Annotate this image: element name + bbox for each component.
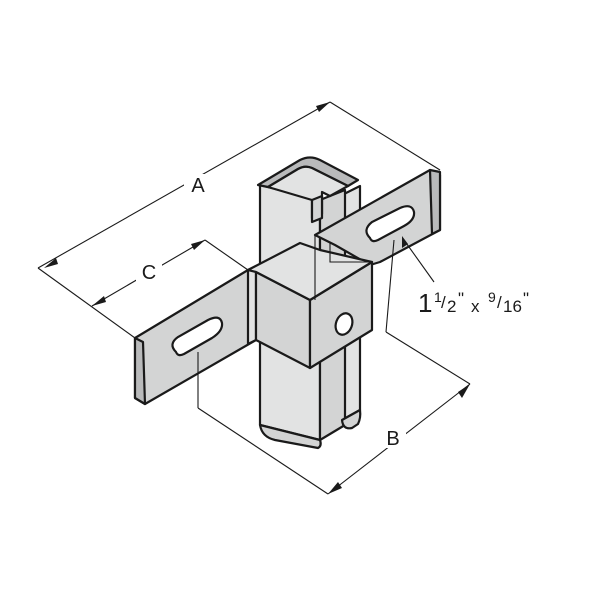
bracket-right-arm bbox=[313, 168, 442, 267]
dim-c-ext-right bbox=[204, 239, 249, 271]
dim-a-label-bg bbox=[184, 174, 212, 196]
slot-size-2-num: 9 bbox=[488, 289, 496, 305]
slot-leader-line bbox=[403, 239, 435, 283]
dim-b-arrow-left bbox=[328, 482, 342, 494]
left-arm-edge bbox=[133, 336, 147, 406]
dim-b-label: B bbox=[386, 428, 399, 450]
slot-size-2-den: 16 bbox=[503, 297, 522, 316]
dim-b-ext-left-diag bbox=[197, 407, 329, 495]
slot-size-inch-1: " bbox=[458, 289, 464, 308]
channel-bottom bbox=[258, 423, 322, 450]
dim-b-ext-right bbox=[385, 239, 395, 333]
channel-lip-bottom bbox=[340, 408, 362, 430]
dim-a-arrow-right bbox=[316, 102, 330, 112]
wrap-round-hole bbox=[334, 312, 354, 336]
dim-a-ext-left bbox=[37, 267, 136, 339]
right-arm-edge bbox=[428, 168, 442, 236]
dimension-b: B bbox=[197, 239, 471, 495]
slot-size-times: x bbox=[471, 297, 480, 316]
dim-a-label: A bbox=[191, 175, 205, 197]
dim-a-arrow-left bbox=[44, 258, 58, 268]
slot-leader-arrow bbox=[402, 236, 408, 248]
dim-b-arrow-right bbox=[458, 384, 470, 398]
slot-size-callout: 1 1 / 2 " x 9 / 16 " bbox=[402, 236, 529, 318]
dim-b-label-bg bbox=[380, 426, 406, 448]
wrap-left-bend bbox=[246, 264, 258, 346]
left-arm-slot bbox=[171, 316, 224, 357]
slot-size-frac-num: 1 bbox=[434, 289, 442, 305]
dim-c-arrow-right bbox=[191, 240, 205, 250]
dim-b-ext-right-diag bbox=[385, 331, 471, 385]
slot-size-frac-slash: / bbox=[441, 293, 446, 312]
right-arm-slot bbox=[365, 205, 416, 243]
slot-size-frac-den: 2 bbox=[447, 297, 456, 316]
slot-size-inch-2: " bbox=[523, 289, 529, 308]
dim-c-arrow-left bbox=[92, 296, 106, 306]
dim-c-label-bg bbox=[136, 260, 162, 282]
wrap-inner-line-2 bbox=[329, 243, 372, 263]
dim-a-ext-right bbox=[329, 101, 441, 171]
slot-size-2-slash: / bbox=[497, 293, 502, 312]
slot-size-whole: 1 bbox=[418, 288, 432, 318]
dimension-c: C bbox=[91, 239, 249, 307]
channel-inner-lip bbox=[310, 194, 324, 224]
bracket-front-wrap bbox=[133, 235, 374, 406]
dimension-a: A bbox=[37, 101, 441, 339]
dim-c-label: C bbox=[142, 262, 156, 284]
